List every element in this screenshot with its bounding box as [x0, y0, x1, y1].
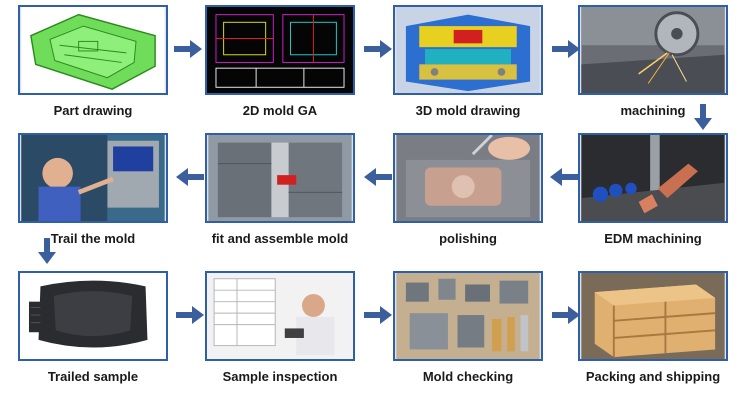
- arrow-right-icon: [364, 40, 392, 58]
- arrow-down-icon: [694, 104, 712, 130]
- arrow-left-icon: [364, 168, 392, 186]
- step-label: Mold checking: [422, 369, 514, 384]
- step-label: fit and assemble mold: [211, 231, 349, 246]
- mold-checking-photo: [393, 271, 543, 361]
- mold-ga-drawing-image: [205, 5, 355, 95]
- trailed-sample-photo: [18, 271, 168, 361]
- arrow-right-icon: [176, 306, 204, 324]
- arrow-right-icon: [552, 40, 580, 58]
- arrow-down-icon: [38, 238, 56, 264]
- step-label: EDM machining: [604, 231, 702, 246]
- sample-inspection-photo: [205, 271, 355, 361]
- step-label: Trail the mold: [50, 231, 136, 246]
- arrow-right-icon: [552, 306, 580, 324]
- step-label: Packing and shipping: [585, 369, 721, 384]
- machining-photo: [578, 5, 728, 95]
- arrow-left-icon: [176, 168, 204, 186]
- step-label: 2D mold GA: [242, 103, 318, 118]
- step-label: Part drawing: [53, 103, 133, 118]
- mold-assembly-photo: [205, 133, 355, 223]
- step-label: Sample inspection: [222, 369, 338, 384]
- step-label: polishing: [439, 231, 497, 246]
- mold-trial-photo: [18, 133, 168, 223]
- arrow-right-icon: [364, 306, 392, 324]
- step-label: machining: [620, 103, 686, 118]
- arrow-right-icon: [174, 40, 202, 58]
- packing-crate-photo: [578, 271, 728, 361]
- polishing-photo: [393, 133, 543, 223]
- mold-3d-model-image: [393, 5, 543, 95]
- step-label: 3D mold drawing: [415, 103, 521, 118]
- part-drawing-image: [18, 5, 168, 95]
- step-label: Trailed sample: [47, 369, 139, 384]
- edm-machining-photo: [578, 133, 728, 223]
- arrow-left-icon: [550, 168, 578, 186]
